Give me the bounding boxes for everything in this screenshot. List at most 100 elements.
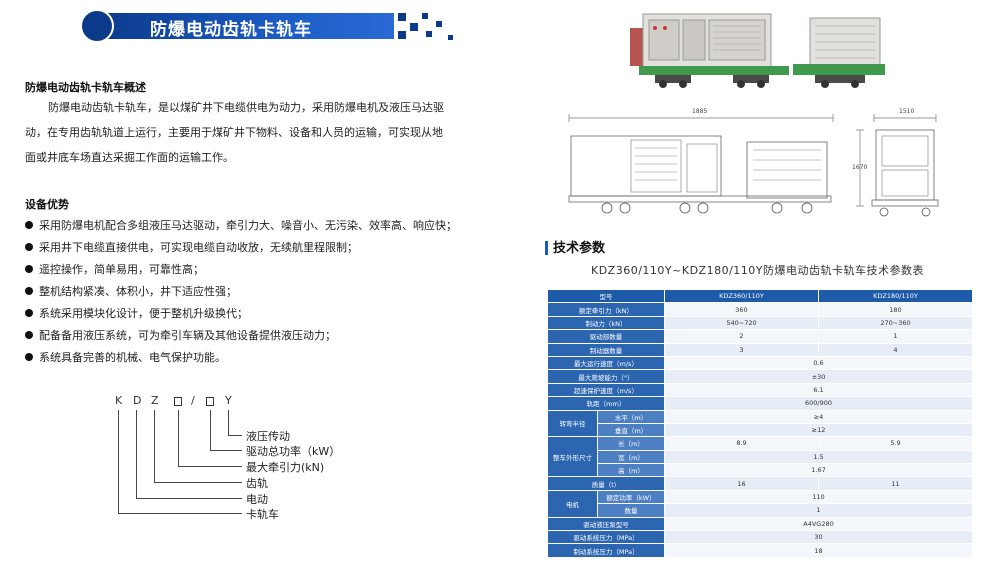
table-label-cell: 高（m）	[597, 463, 665, 478]
list-item: 采用井下电缆直接供电，可实现电缆自动收放，无续航里程限制；	[25, 237, 457, 259]
table-cell: 30	[664, 530, 973, 545]
side-view-svg	[568, 114, 834, 214]
code-box-power	[206, 397, 214, 406]
table-row: 最大爬坡能力（°） ±30	[547, 369, 973, 384]
table-label-cell: 驱动液压泵型号	[547, 516, 665, 532]
table-cell: 4	[818, 342, 973, 357]
decor-square-icon	[436, 21, 442, 27]
table-label-cell: 额定功率（kW）	[597, 489, 665, 505]
table-cell: 270~360	[818, 315, 973, 331]
table-cell: 0.6	[664, 355, 973, 371]
list-item: 配备备用液压系统，可为牵引车辆及其他设备提供液压动力；	[25, 325, 457, 347]
table-cell: 18	[664, 543, 973, 558]
table-cell: 540~720	[664, 315, 819, 331]
code-box-force	[174, 397, 182, 406]
code-slash: /	[191, 394, 195, 407]
code-letter-d: D	[133, 394, 142, 407]
table-row: 制动力（kN） 540~720 270~360	[547, 315, 973, 331]
table-label-cell: 长（m）	[597, 436, 665, 451]
table-cell: 1	[664, 503, 973, 518]
table-cell: 6.1	[664, 382, 973, 398]
table-label-cell: 额定牵引力（kN）	[547, 302, 665, 317]
decor-square-icon	[398, 13, 406, 21]
decor-square-icon	[448, 35, 453, 40]
bullet-icon	[25, 331, 33, 339]
table-row: 转弯半径 水平（m） ≥4	[547, 409, 973, 438]
table-row: 整车外形尺寸 长（m） 8.9 5.9	[547, 436, 973, 478]
table-cell: 1.67	[664, 463, 973, 478]
table-row: 驱动液压泵型号 A4VG280	[547, 516, 973, 532]
table-row: 驱动系统压力（MPa） 30	[547, 530, 973, 545]
table-cell: A4VG280	[664, 516, 973, 532]
code-label-rack: 齿轨	[246, 477, 268, 490]
page-title: 防爆电动齿轨卡轨车	[150, 20, 312, 40]
table-title: KDZ360/110Y~KDZ180/110Y防爆电动齿轨卡轨车技术参数表	[591, 264, 924, 277]
code-label-hydraulic: 液压传动	[246, 430, 290, 443]
code-label-vehicle: 卡轨车	[246, 508, 279, 521]
table-cell: 5.9	[818, 436, 973, 451]
decor-square-icon	[422, 13, 428, 19]
table-group-label: 转弯半径	[547, 409, 598, 438]
drawing-end-view: 1510 1670	[852, 108, 942, 220]
advantages-list: 采用防爆电机配合多组液压马达驱动，牵引力大、噪音小、无污染、效率高、响应快； 采…	[25, 215, 457, 369]
table-cell: 180	[818, 302, 973, 317]
table-row: 宽（m） 1.5	[548, 449, 973, 465]
table-label-cell: 驱动部数量	[547, 329, 665, 344]
table-row: 制动器数量 3 4	[547, 342, 973, 357]
bullet-icon	[25, 353, 33, 361]
dim-height: 1670	[852, 164, 868, 171]
advantages-heading: 设备优势	[25, 198, 69, 211]
end-view-svg	[856, 114, 939, 217]
machine-photo	[630, 13, 885, 88]
bullet-icon	[25, 243, 33, 251]
code-letter-z: Z	[151, 394, 159, 407]
code-label-power: 驱动总功率（kW）	[246, 445, 341, 458]
table-label-cell: 数量	[597, 503, 665, 518]
model-code-diagram: K D Z / Y 液压传动 驱动总功率（kW） 最大牵引力(kN) 齿轨 电动…	[110, 390, 360, 521]
table-row: 驱动部数量 2 1	[547, 329, 973, 344]
table-row: 数量 1	[548, 503, 973, 518]
title-banner: 防爆电动齿轨卡轨车	[80, 9, 453, 43]
table-row: 质量（t） 16 11	[547, 476, 973, 491]
decor-square-icon	[426, 31, 432, 37]
table-cell: ±30	[664, 369, 973, 384]
table-row: 额定牵引力（kN） 360 180	[547, 302, 973, 317]
decor-square-icon	[398, 31, 406, 39]
table-row: 电机 额定功率（kW） 110	[547, 489, 973, 518]
table-row: 制动系统压力（MPa） 18	[547, 543, 973, 558]
table-label-cell: 制动力（kN）	[547, 315, 665, 331]
table-group-label: 电机	[547, 489, 598, 518]
table-cell: ≥12	[664, 422, 973, 438]
code-label-electric: 电动	[246, 493, 268, 506]
tech-heading: 技术参数	[545, 237, 605, 256]
list-item: 采用防爆电机配合多组液压马达驱动，牵引力大、噪音小、无污染、效率高、响应快；	[25, 215, 457, 237]
list-item: 系统具备完善的机械、电气保护功能。	[25, 347, 457, 369]
table-label-cell: 垂直（m）	[597, 422, 665, 438]
overview-line: 防爆电动齿轨卡轨车，是以煤矿井下电缆供电为动力，采用防爆电机及液压马达驱	[48, 101, 444, 114]
overview-line: 面或井底车场直达采掘工作面的运输工作。	[25, 151, 234, 164]
table-label-cell: 制动系统压力（MPa）	[547, 543, 665, 558]
table-cell: ≥4	[664, 409, 973, 424]
table-cell: 8.9	[664, 436, 819, 451]
table-label-cell: 宽（m）	[597, 449, 665, 465]
table-cell: 11	[818, 476, 973, 491]
spec-table: 型号 KDZ360/110Y KDZ180/110Y 额定牵引力（kN） 360…	[547, 288, 973, 558]
table-row: 最大运行速度（m/s） 0.6	[547, 355, 973, 371]
banner-bar	[94, 13, 394, 39]
table-label-cell: 制动器数量	[547, 342, 665, 357]
table-label-cell: 水平（m）	[597, 409, 665, 424]
table-cell: 360	[664, 302, 819, 317]
table-cell: 2	[664, 329, 819, 344]
table-cell: 110	[664, 489, 973, 505]
code-label-force: 最大牵引力(kN)	[246, 461, 325, 474]
table-row: 超速保护速度（m/s） 6.1	[547, 382, 973, 398]
table-header-cell: 型号	[547, 288, 665, 304]
table-cell: 3	[664, 342, 819, 357]
list-item: 系统采用模块化设计，便于整机升级换代；	[25, 303, 457, 325]
table-label-cell: 超速保护速度（m/s）	[547, 382, 665, 398]
table-cell: 600/900	[664, 396, 973, 411]
drawing-side-view: 1885	[567, 108, 837, 220]
table-header-cell: KDZ360/110Y	[664, 288, 819, 304]
dim-length: 1885	[692, 108, 708, 115]
table-row: 轨距（mm） 600/900	[547, 396, 973, 411]
